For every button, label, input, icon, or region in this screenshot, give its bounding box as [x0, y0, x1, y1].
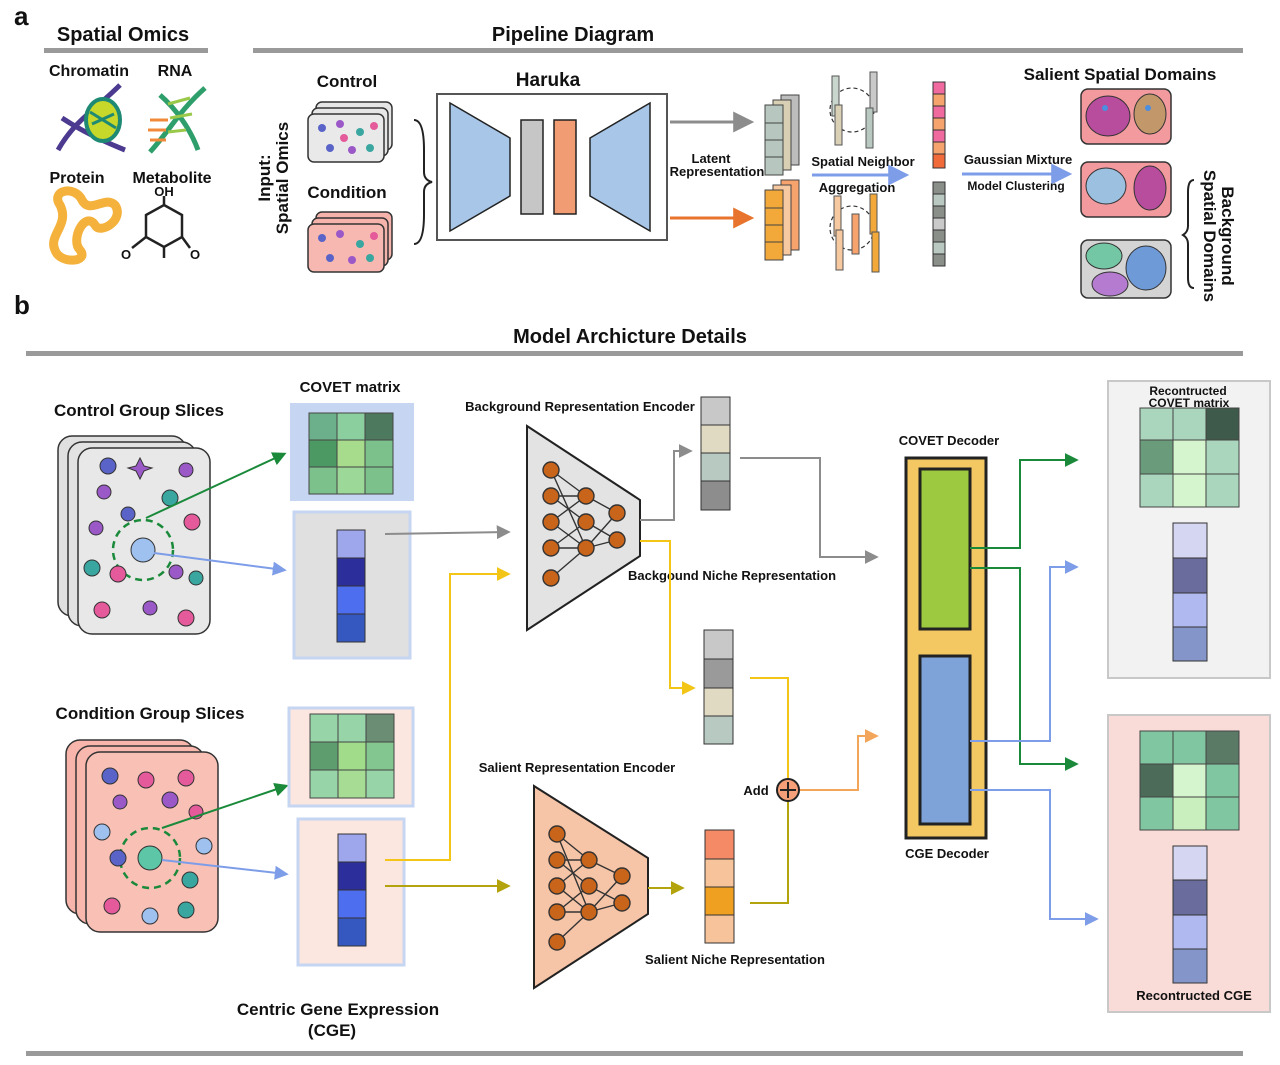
- condition-slice-stack: [307, 211, 393, 273]
- condition-background-latent-vector: [703, 629, 734, 745]
- panel-a-label: a: [14, 1, 29, 31]
- control-cge-vector: [292, 510, 412, 660]
- decoder-to-condition-covet-arrow: [970, 567, 1079, 771]
- recon-covet-label-1: Recontructed: [1149, 384, 1226, 398]
- sal-encoder-label: Salient Representation Encoder: [479, 760, 676, 775]
- sal-to-add-line: [750, 800, 789, 904]
- control-covet-matrix: [290, 403, 414, 501]
- latent-label-2: Representation: [670, 164, 765, 179]
- aggregated-background-vector: [932, 181, 946, 267]
- bg-encoder-out-arrow: [640, 444, 693, 521]
- salient-latent-stack: [764, 179, 800, 261]
- control-label: Control: [317, 72, 377, 91]
- haruka-title: Haruka: [516, 70, 581, 91]
- input-label: Input: Spatial Omics: [255, 122, 292, 234]
- neighbor-aggregation-graphic: [829, 71, 880, 273]
- chromatin-icon: [55, 83, 126, 153]
- condition-label: Condition: [307, 183, 386, 202]
- gmm-label-2: Model Clustering: [967, 179, 1064, 193]
- cge-decoder-label: CGE Decoder: [905, 846, 989, 861]
- control-cge-arrow: [153, 552, 287, 576]
- bottom-rule: [26, 1051, 1243, 1056]
- omics-rna-label: RNA: [158, 63, 193, 80]
- reconstructed-control-panel: [1107, 380, 1271, 679]
- svg-text:Spatial Domains: Spatial Domains: [1200, 170, 1219, 302]
- reconstructed-condition-panel: [1107, 714, 1271, 1013]
- spatial-omics-rule: [44, 48, 208, 53]
- condition-group-slices: [65, 739, 219, 933]
- salient-domains-title: Salient Spatial Domains: [1024, 65, 1217, 84]
- haruka-model-box: [436, 93, 668, 241]
- background-encoder: [526, 424, 641, 632]
- pipeline-rule: [253, 48, 1243, 53]
- recon-covet-label-2: COVET matrix: [1149, 396, 1230, 410]
- bg-to-decoder-arrow: [740, 457, 879, 564]
- control-slices-title: Control Group Slices: [54, 401, 224, 420]
- panel-b-label: b: [14, 290, 30, 320]
- omics-chromatin-label: Chromatin: [49, 63, 129, 80]
- metabolite-icon: [131, 196, 192, 258]
- gmm-label-1: Gaussian Mixture: [964, 152, 1072, 167]
- svg-text:Background: Background: [1218, 186, 1237, 285]
- bg-to-add-line: [750, 677, 789, 778]
- control-to-bg-encoder-arrow: [384, 525, 511, 540]
- bg-encoder-label: Background Representation Encoder: [465, 399, 695, 414]
- salient-encoder: [533, 784, 649, 990]
- decoder-to-control-cge-arrow: [970, 560, 1079, 742]
- input-brace: [413, 119, 433, 245]
- metabolite-o-right-label: O: [190, 247, 200, 262]
- control-group-slices: [57, 435, 211, 635]
- svg-text:Input:: Input:: [255, 154, 274, 201]
- omics-metabolite-label: Metabolite: [132, 170, 211, 187]
- condition-to-bg-encoder-arrow: [385, 567, 511, 861]
- background-latent-stack: [764, 94, 800, 176]
- metabolite-oh-label: OH: [154, 184, 174, 199]
- spatial-omics-title: Spatial Omics: [57, 24, 189, 46]
- condition-cge-vector: [296, 817, 406, 967]
- decoder-to-condition-cge-arrow: [970, 789, 1099, 926]
- metabolite-o-left-label: O: [121, 247, 131, 262]
- cge-label-1: Centric Gene Expression: [237, 1000, 439, 1019]
- aggregation-label: Aggregation: [819, 180, 896, 195]
- covet-decoder-label: COVET Decoder: [899, 433, 999, 448]
- spatial-neighbor-label: Spatial Neighbor: [811, 154, 914, 169]
- aggregated-salient-vector: [932, 81, 946, 169]
- recon-cge-label: Recontructed CGE: [1136, 988, 1252, 1003]
- control-covet-arrow: [145, 452, 287, 519]
- svg-text:Spatial Omics: Spatial Omics: [273, 122, 292, 234]
- protein-icon: [49, 186, 122, 265]
- add-label: Add: [743, 783, 768, 798]
- background-domain-map: [1080, 239, 1172, 299]
- pipeline-title: Pipeline Diagram: [492, 24, 654, 46]
- decoder-block: [904, 456, 988, 840]
- add-to-decoder-arrow: [800, 729, 879, 791]
- condition-slices-title: Condition Group Slices: [56, 704, 245, 723]
- background-domains-label: Background Spatial Domains: [1200, 170, 1237, 302]
- background-brace: [1181, 179, 1195, 289]
- covet-matrix-label: COVET matrix: [300, 379, 402, 396]
- rna-icon: [148, 86, 207, 154]
- condition-cge-arrow: [161, 859, 289, 880]
- bg-encoder-condition-out-arrow: [640, 540, 696, 695]
- add-node-icon: [776, 778, 800, 802]
- salient-domain-map: [1080, 88, 1172, 145]
- salient-latent-vector: [704, 829, 735, 944]
- architecture-rule: [26, 351, 1243, 356]
- domain-map-2: [1080, 161, 1172, 218]
- decoder-to-control-covet-arrow: [970, 453, 1079, 549]
- condition-covet-arrow: [161, 782, 289, 829]
- latent-label-1: Latent: [692, 151, 732, 166]
- architecture-title: Model Archicture Details: [513, 326, 747, 348]
- omics-protein-label: Protein: [49, 170, 104, 187]
- cge-label-2: (CGE): [308, 1021, 356, 1040]
- bg-niche-label: Backgound Niche Representation: [628, 568, 836, 583]
- condition-covet-matrix: [287, 706, 415, 808]
- background-latent-vector: [700, 396, 731, 511]
- control-slice-stack: [307, 101, 393, 163]
- sal-niche-label: Salient Niche Representation: [645, 952, 825, 967]
